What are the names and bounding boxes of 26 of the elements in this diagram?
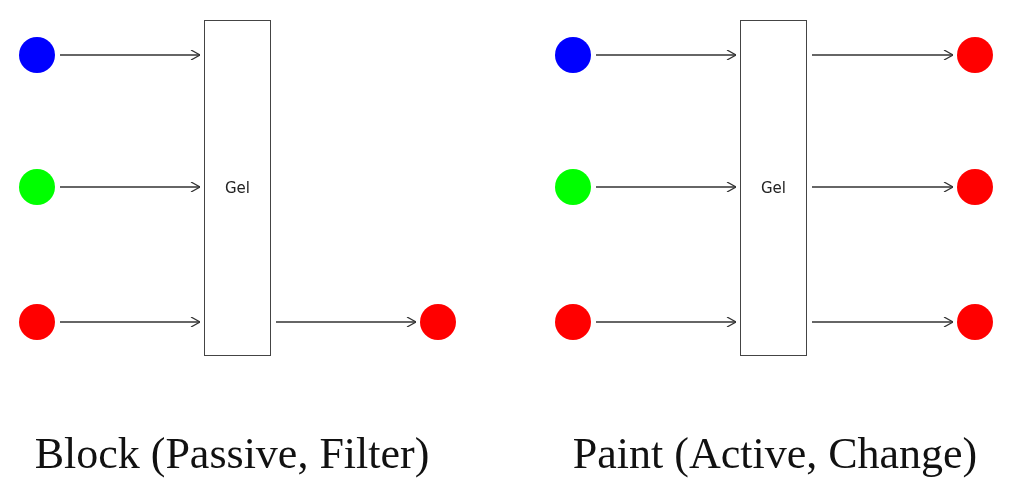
caption-text: Block (Passive, Filter) — [34, 428, 430, 479]
arrow — [595, 49, 737, 61]
circle-node — [555, 37, 591, 73]
circle-node — [555, 304, 591, 340]
box-label: Gel — [761, 179, 786, 197]
circle-node — [420, 304, 456, 340]
circle-node — [555, 169, 591, 205]
caption-text: Paint (Active, Change) — [572, 428, 978, 479]
process-box — [204, 20, 271, 356]
arrow — [59, 49, 201, 61]
circle-node — [957, 37, 993, 73]
circle-node — [19, 37, 55, 73]
arrow — [595, 181, 737, 193]
circle-node — [19, 169, 55, 205]
arrow — [59, 316, 201, 328]
arrow — [811, 316, 954, 328]
circle-node — [957, 169, 993, 205]
arrow — [811, 49, 954, 61]
process-box — [740, 20, 807, 356]
arrow — [595, 316, 737, 328]
arrow — [811, 181, 954, 193]
arrow — [59, 181, 201, 193]
circle-node — [957, 304, 993, 340]
arrow — [275, 316, 417, 328]
box-label: Gel — [225, 179, 250, 197]
circle-node — [19, 304, 55, 340]
